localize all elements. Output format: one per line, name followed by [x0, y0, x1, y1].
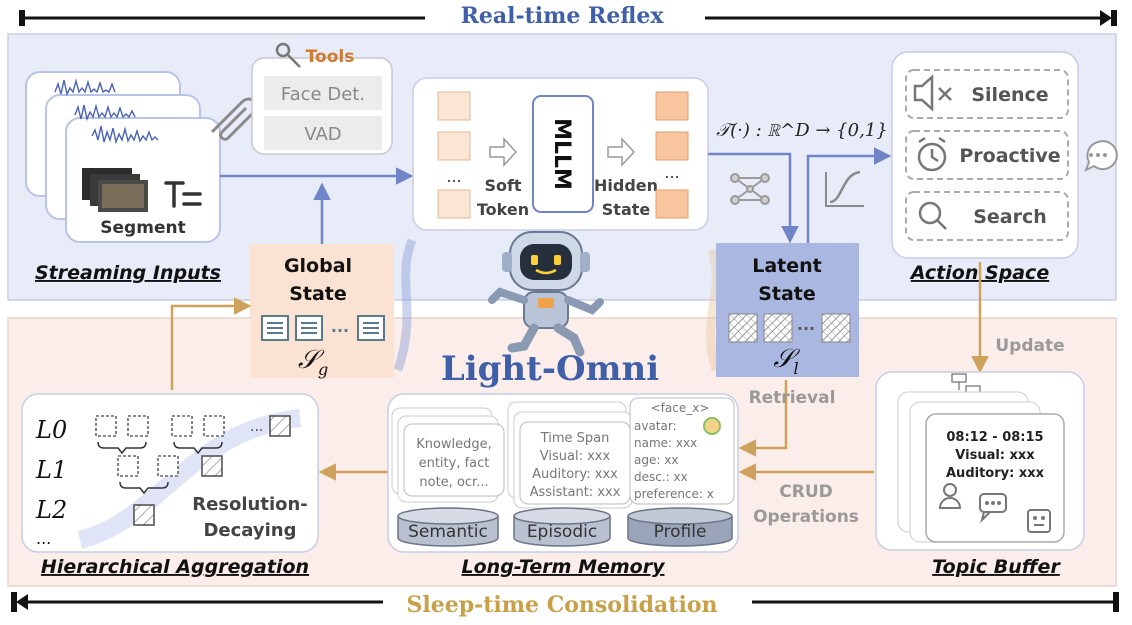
mute-speaker-icon: [913, 74, 952, 112]
alarm-clock-icon: [917, 136, 947, 172]
chat-icon: [979, 493, 1007, 524]
network-icon: [730, 173, 770, 205]
video-frames-icon: [82, 168, 148, 212]
arrow-retrieval: [738, 380, 788, 457]
global-state-title-1: Global: [284, 255, 352, 277]
segment-label: Segment: [100, 218, 185, 238]
face-icon: [1027, 509, 1051, 533]
store-episodic: Episodic: [527, 522, 597, 542]
svg-text:Assistant: xxx: Assistant: xxx: [530, 485, 621, 500]
latent-state-title-2: State: [758, 283, 816, 305]
hidden-state-line2: State: [602, 200, 651, 219]
light-omni-title: Light-Omni: [441, 349, 659, 389]
store-profile: Profile: [654, 522, 707, 542]
arrow-hierarchical-to-global: [170, 297, 252, 390]
tool-face-det: Face Det.: [281, 84, 365, 105]
bottom-banner: Sleep-time Consolidation: [11, 592, 1119, 618]
svg-text:Visual: xxx: Visual: xxx: [540, 449, 611, 464]
streaming-inputs: Segment: [25, 71, 221, 243]
robot-mascot-icon: [488, 231, 604, 357]
resolution-note-1: Resolution-: [192, 494, 308, 515]
bottom-banner-title: Sleep-time Consolidation: [407, 592, 718, 618]
svg-text:age: xx: age: xx: [634, 453, 678, 467]
tools-title: Tools: [306, 47, 355, 67]
brush-stroke-left: [393, 238, 417, 372]
level-l1: L1: [35, 456, 67, 484]
svg-text:desc.: xx: desc.: xx: [634, 470, 688, 484]
store-semantic: Semantic: [408, 522, 488, 542]
svg-text:Auditory: xxx: Auditory: xxx: [946, 466, 1045, 481]
topic-buffer: 08:12 - 08:15 Visual: xxx Auditory: xxx: [875, 371, 1085, 551]
update-label: Update: [995, 336, 1064, 356]
global-state-title-2: State: [289, 283, 347, 305]
resolution-note-2: Decaying: [203, 520, 296, 541]
sigmoid-icon: [825, 170, 864, 207]
svg-text:Visual: xxx: Visual: xxx: [955, 448, 1035, 463]
episodic-store: [513, 507, 611, 547]
action-search: Search: [973, 206, 1047, 228]
arrow-outline-icon-2: [607, 137, 636, 167]
document-icons: [261, 315, 385, 341]
memory-caption: Long-Term Memory: [462, 556, 667, 578]
arrow-mllm-to-latent: [708, 152, 799, 244]
svg-text:...: ...: [250, 419, 263, 435]
latent-state: Latent State ... 𝒮l: [716, 243, 859, 378]
action-silence: Silence: [971, 84, 1048, 106]
svg-text:name: xxx: name: xxx: [634, 436, 697, 450]
svg-text:entity, fact: entity, fact: [419, 456, 490, 471]
semantic-store: [397, 507, 499, 547]
global-state: Global State ... 𝒮g: [250, 244, 394, 379]
arrow-outline-icon: [489, 137, 518, 167]
brush-stroke-right: [706, 248, 721, 372]
streaming-inputs-caption: Streaming Inputs: [35, 262, 221, 284]
hierarchical-aggregation: L0 L1 L2 ... ... Resolution- Decaying: [21, 393, 319, 553]
tools-box: Tools Face Det. VAD: [251, 42, 393, 155]
hierarchical-caption: Hierarchical Aggregation: [41, 556, 309, 578]
retrieval-label: Retrieval: [749, 388, 836, 408]
svg-text:...: ...: [331, 317, 349, 336]
level-l0: L0: [35, 416, 67, 444]
soft-token-line2: Token: [477, 200, 529, 219]
search-icon: [918, 201, 947, 230]
svg-text:...: ...: [664, 163, 679, 182]
crud-label-1: CRUD: [779, 482, 832, 502]
top-banner: Real-time Reflex: [19, 3, 1117, 29]
latent-state-title-1: Latent: [752, 255, 822, 277]
transform-formula: 𝒯(·) : ℝ^D → {0,1}: [716, 120, 887, 141]
svg-text:...: ...: [36, 529, 51, 548]
action-proactive: Proactive: [959, 145, 1060, 167]
avatar-icon: [703, 417, 721, 435]
action-space: Silence Proactive Search: [891, 51, 1079, 259]
svg-text:...: ...: [446, 167, 461, 186]
person-icon: [938, 483, 962, 509]
profile-store: [627, 507, 733, 547]
mllm-block: ... Soft Token MLLM Hidden State ...: [412, 77, 709, 231]
waveform-icon: [54, 78, 159, 145]
topic-buffer-caption: Topic Buffer: [932, 556, 1061, 578]
hidden-state-line1: Hidden: [594, 176, 658, 195]
svg-text:<face_x>: <face_x>: [651, 401, 710, 415]
svg-text:preference: x: preference: x: [634, 487, 714, 501]
paperclip-icon: [210, 97, 259, 141]
top-banner-title: Real-time Reflex: [461, 3, 665, 29]
svg-text:Time Span: Time Span: [540, 431, 610, 446]
wrench-icon: [275, 42, 301, 68]
level-l2: L2: [35, 496, 67, 524]
text-icon: [164, 181, 202, 208]
svg-text:Auditory: xxx: Auditory: xxx: [532, 467, 618, 482]
svg-text:...: ...: [797, 315, 815, 334]
mllm-label: MLLM: [549, 118, 574, 190]
svg-text:08:12 - 08:15: 08:12 - 08:15: [946, 430, 1043, 445]
svg-text:avatar:: avatar:: [634, 419, 677, 433]
chat-bubble-icon: [1084, 140, 1118, 173]
soft-token-line1: Soft: [484, 176, 521, 195]
arrow-latent-to-action: [806, 147, 892, 243]
crud-label-2: Operations: [753, 507, 859, 527]
long-term-memory: Knowledge, entity, fact note, ocr... Tim…: [387, 393, 739, 553]
svg-text:note, ocr...: note, ocr...: [419, 475, 488, 490]
tool-vad: VAD: [304, 124, 341, 145]
svg-text:Knowledge,: Knowledge,: [416, 437, 492, 452]
